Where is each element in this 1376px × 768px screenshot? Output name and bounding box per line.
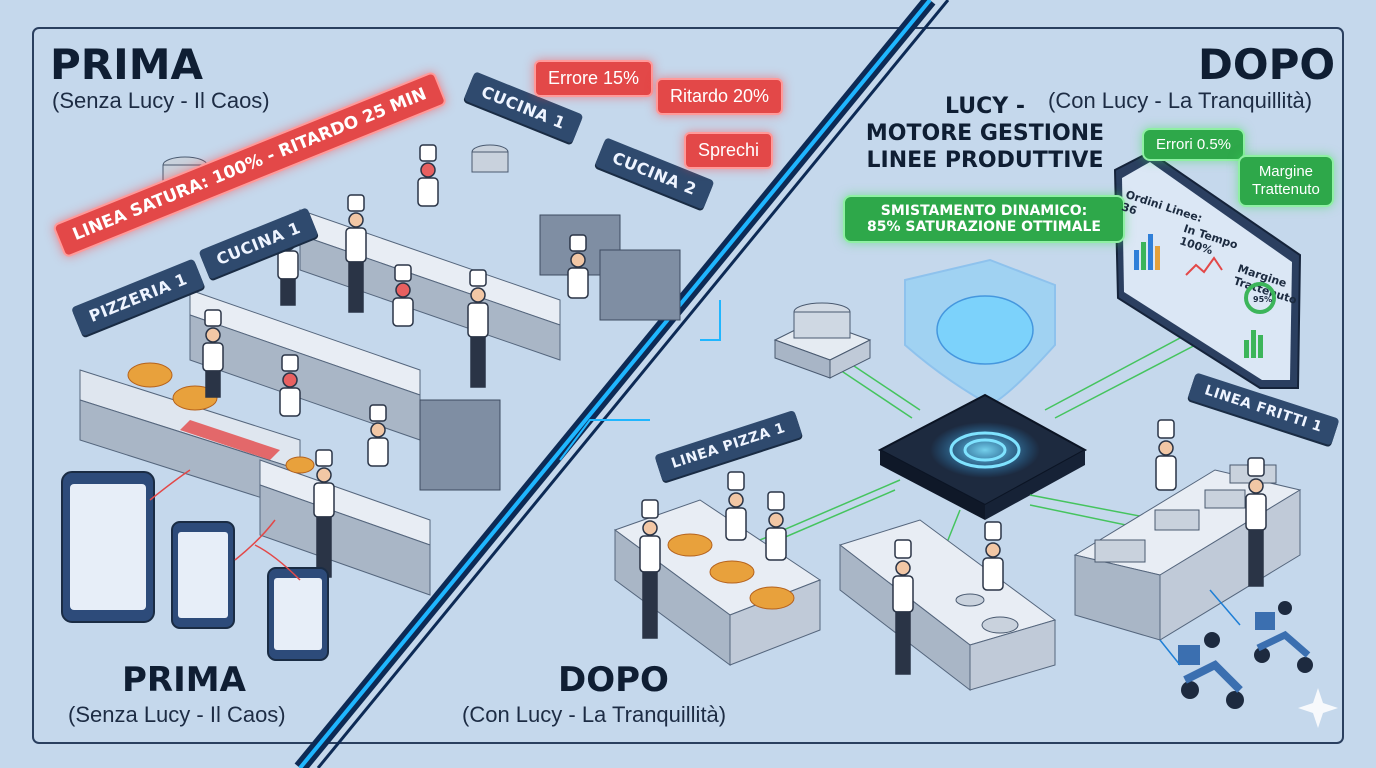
bar-chart-icon — [1134, 234, 1160, 270]
line-chart-icon — [1185, 256, 1223, 276]
connection-lines — [754, 329, 1206, 561]
gauge-icon — [1244, 282, 1276, 314]
right-subtitle: (Con Lucy - La Tranquillità) — [1048, 88, 1313, 113]
alert-errore: Errore 15% — [534, 60, 654, 97]
right-footer-title: DOPO — [558, 660, 669, 700]
dashboard-charts: 95% — [1134, 234, 1276, 358]
kitchen-counters-left — [79, 144, 681, 596]
frame-border — [32, 27, 1344, 744]
pot-pedestal — [773, 302, 872, 379]
alert-errori: Errori 0.5% — [1142, 128, 1246, 161]
dispatch-line-2: 85% SATURAZIONE OTTIMALE — [867, 219, 1101, 235]
phones-left — [61, 469, 329, 661]
alert-ritardo: Ritardo 20% — [656, 78, 784, 115]
gauge-value: 95% — [1253, 295, 1272, 304]
chefs-right — [639, 419, 1267, 675]
bar-chart-2-icon — [1244, 330, 1263, 358]
left-footer-title: PRIMA — [122, 660, 246, 700]
alert-sprechi: Sprechi — [684, 132, 774, 169]
engine-title: LUCY - MOTORE GESTIONE LINEE PRODUTTIVE — [865, 94, 1105, 173]
left-subtitle: (Senza Lucy - Il Caos) — [52, 88, 270, 113]
ai-engine — [877, 258, 1088, 520]
alert-margine: Margine Trattenuto — [1238, 155, 1334, 207]
delivery-scooters — [1159, 589, 1313, 709]
dispatch-line-1: SMISTAMENTO DINAMICO: — [880, 203, 1088, 219]
left-title: PRIMA — [50, 40, 204, 89]
left-footer-subtitle: (Senza Lucy - Il Caos) — [68, 702, 286, 727]
diagonal-divider — [294, 0, 950, 768]
dispatch-bubble: SMISTAMENTO DINAMICO: 85% SATURAZIONE OT… — [843, 195, 1125, 243]
right-title: DOPO — [1198, 40, 1336, 89]
right-footer-subtitle: (Con Lucy - La Tranquillità) — [462, 702, 727, 727]
sparkle-icon — [1298, 688, 1338, 728]
chefs-left — [202, 144, 589, 578]
